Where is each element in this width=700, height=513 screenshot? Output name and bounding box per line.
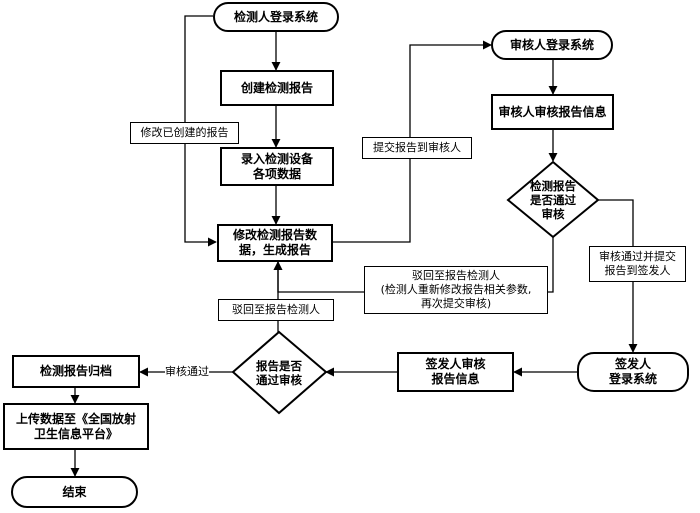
enter-data-node: 录入检测设备 各项数据 [220,147,334,186]
reviewer-review-node: 审核人审核报告信息 [491,94,614,130]
reject-to-inspector-detail-label: 驳回至报告检测人 (检测人重新修改报告相关参数, 再次提交审核) [364,266,548,314]
sign-decision-text: 报告是否 通过审核 [256,359,302,387]
inspector-login-node: 检测人登录系统 [213,2,339,32]
create-report-node: 创建检测报告 [220,70,334,106]
review-decision-diamond [506,160,600,239]
archive-node: 检测报告归档 [12,355,140,388]
sign-decision-diamond [231,330,328,415]
modify-report-node: 修改检测报告数 据，生成报告 [217,224,333,262]
pass-submit-signer-label: 审核通过并提交 报告到签发人 [589,246,686,282]
review-passed-label: 审核通过 [165,365,209,379]
modify-created-label: 修改已创建的报告 [130,122,239,144]
upload-node: 上传数据至《全国放射 卫生信息平台》 [3,403,149,450]
end-node: 结束 [11,476,138,508]
submit-to-reviewer-label: 提交报告到审核人 [362,137,472,159]
review-decision-text: 检测报告 是否通过 审核 [530,179,576,221]
signer-login-node: 签发人 登录系统 [577,352,689,392]
reject-to-inspector-label: 驳回至报告检测人 [218,299,334,321]
reviewer-login-node: 审核人登录系统 [491,30,613,60]
signer-review-node: 签发人审核 报告信息 [397,352,514,392]
